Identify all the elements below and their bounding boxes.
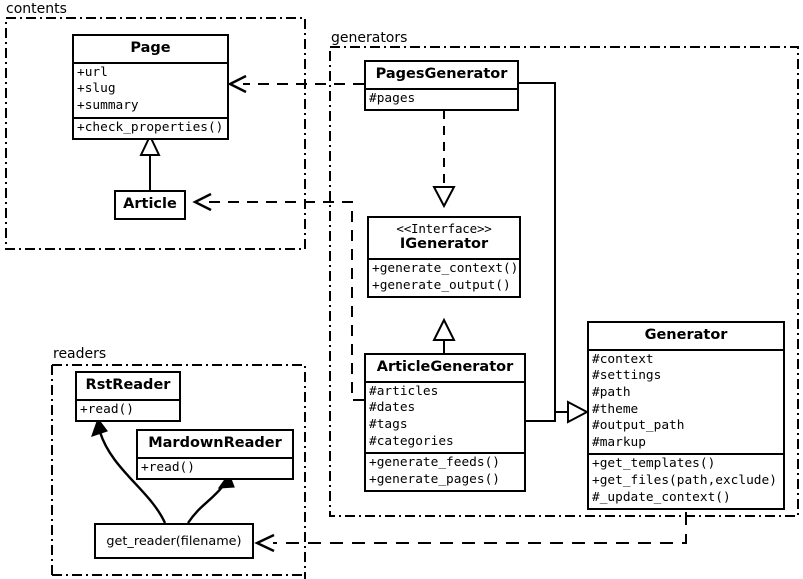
page-class-operations: +check_properties() — [74, 116, 227, 139]
attribute-item: #pages — [369, 90, 416, 106]
page-class-title: Page — [130, 40, 171, 56]
articlegenerator-to-generator-line — [526, 412, 556, 422]
generator-class-operations: +get_templates() +get_files(path,exclude… — [589, 453, 783, 508]
pagesgenerator-to-igenerator-arrowhead — [432, 186, 456, 209]
generator-to-getreader-dependency-line — [273, 512, 687, 544]
attribute-item: +slug — [77, 81, 116, 97]
attribute-item: +url — [77, 64, 108, 80]
attribute-item: +summary — [77, 97, 139, 113]
page-class-attributes: +url +slug +summary — [74, 61, 227, 117]
mardownreader-class-operations: +read() — [138, 456, 292, 479]
igenerator-class[interactable]: <<Interface>> IGenerator +generate_conte… — [367, 216, 521, 299]
attribute-item: #tags — [369, 416, 408, 432]
get-reader-function-label: get_reader(filename) — [106, 533, 242, 549]
generator-class-attributes: #context #settings #path #theme #output_… — [589, 348, 783, 454]
getreader-to-mardownreader-curve — [187, 485, 224, 524]
operation-item: +generate_pages() — [369, 471, 500, 487]
attribute-item: #categories — [369, 433, 454, 449]
igenerator-class-operations: +generate_context() +generate_output() — [369, 258, 519, 296]
rstreader-class-operations: +read() — [77, 398, 179, 421]
igenerator-stereotype: <<Interface>> — [396, 221, 492, 236]
attribute-item: #path — [592, 384, 631, 400]
pagesgenerator-to-page-arrowhead — [227, 74, 247, 94]
article-class[interactable]: Article — [114, 190, 186, 220]
article-class-title: Article — [123, 196, 177, 212]
page-class[interactable]: Page +url +slug +summary +check_properti… — [72, 34, 229, 141]
attribute-item: #output_path — [592, 418, 685, 434]
operation-item: +generate_context() — [372, 261, 519, 277]
pagesgenerator-class-title: PagesGenerator — [375, 66, 508, 82]
attribute-item: #dates — [369, 400, 416, 416]
mardownreader-class-title: MardownReader — [148, 435, 282, 451]
attribute-item: #articles — [369, 383, 439, 399]
mardownreader-class[interactable]: MardownReader +read() — [136, 429, 294, 481]
operation-item: +read() — [141, 459, 195, 475]
operation-item: +get_templates() — [592, 456, 716, 472]
articlegenerator-class[interactable]: ArticleGenerator #articles #dates #tags … — [364, 353, 526, 493]
operation-item: +get_files(path,exclude) — [592, 473, 777, 489]
rstreader-class-title: RstReader — [85, 377, 171, 393]
articlegenerator-to-article-dependency-line — [208, 201, 364, 401]
operation-item: +check_properties() — [77, 119, 224, 135]
pagesgenerator-to-generator-line — [519, 82, 568, 413]
generator-class-title: Generator — [644, 327, 728, 343]
articlegenerator-to-article-arrowhead — [192, 192, 212, 212]
igenerator-name-text: IGenerator — [399, 236, 489, 253]
pagesgenerator-class[interactable]: PagesGenerator #pages — [364, 60, 519, 112]
operation-item: +generate_output() — [372, 277, 511, 293]
operation-item: #_update_context() — [592, 489, 731, 505]
generator-to-getreader-arrowhead — [254, 533, 275, 553]
articlegenerator-class-attributes: #articles #dates #tags #categories — [366, 380, 524, 453]
articlegenerator-to-igenerator-arrowhead — [432, 317, 456, 341]
operation-item: +read() — [80, 401, 134, 417]
generator-generalization-arrowhead — [567, 400, 590, 424]
articlegenerator-class-title: ArticleGenerator — [376, 359, 514, 375]
readers-package-label: readers — [53, 346, 107, 362]
attribute-item: #settings — [592, 368, 662, 384]
igenerator-class-title: <<Interface>> IGenerator — [369, 218, 519, 258]
pagesgenerator-class-attributes: #pages — [366, 87, 517, 110]
attribute-item: #theme — [592, 401, 639, 417]
generator-class[interactable]: Generator #context #settings #path #them… — [587, 321, 785, 511]
articlegenerator-class-operations: +generate_feeds() +generate_pages() — [366, 452, 524, 490]
get-reader-function[interactable]: get_reader(filename) — [94, 523, 254, 559]
contents-package-label: contents — [6, 1, 67, 17]
rstreader-class[interactable]: RstReader +read() — [75, 371, 181, 423]
generators-package-label: generators — [331, 30, 408, 46]
operation-item: +generate_feeds() — [369, 455, 500, 471]
attribute-item: #markup — [592, 434, 646, 450]
attribute-item: #context — [592, 351, 654, 367]
